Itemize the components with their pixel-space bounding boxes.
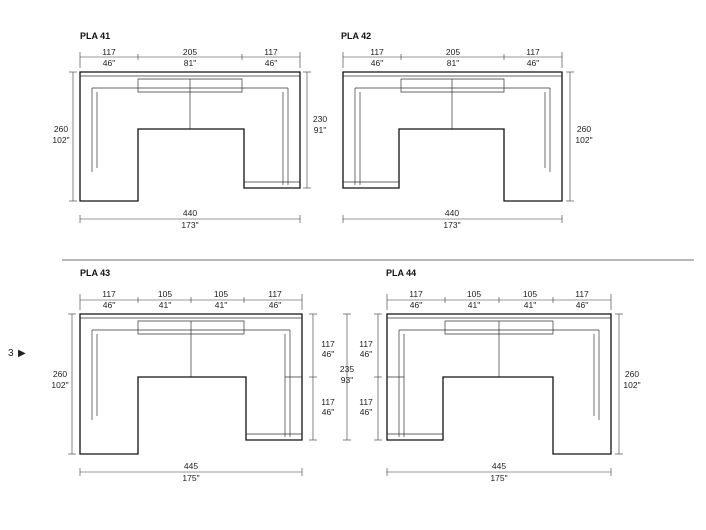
diagram-title: PLA 41 [80,31,110,41]
bottom-dim-in: 173" [443,220,460,230]
top-seg-2-cm: 105 [158,289,172,299]
bottom-dim-cm: 445 [184,461,198,471]
left-dim-cm: 260 [53,369,67,379]
top-seg-3-in: 46" [527,58,539,68]
top-seg-1-cm: 117 [102,47,116,57]
top-seg-3-cm: 117 [526,47,540,57]
top-seg-2-cm: 205 [446,47,460,57]
bottom-dim-in: 173" [181,220,198,230]
right-seg-2-cm: 117 [321,397,335,407]
top-seg-1-in: 46" [410,300,422,310]
top-seg-2-in: 81" [447,58,459,68]
top-seg-2-in: 81" [184,58,196,68]
diagram-pla-41: PLA 41 117 46" 205 81" 117 46" 260 102" … [52,31,327,230]
top-seg-4-in: 46" [576,300,588,310]
right-dim-cm: 260 [625,369,639,379]
left-dim-in: 102" [52,135,69,145]
left-seg-2-in: 46" [360,407,372,417]
bottom-dim-in: 175" [490,473,507,483]
left-total-in: 93" [341,375,353,385]
top-seg-1-cm: 117 [409,289,423,299]
left-dim-in: 102" [51,380,68,390]
bottom-dim-cm: 445 [492,461,506,471]
top-seg-3-cm: 105 [523,289,537,299]
sofa-plan [342,71,563,202]
diagram-pla-42: PLA 42 117 46" 205 81" 117 46" 260 102" … [341,31,593,230]
top-seg-3-in: 46" [265,58,277,68]
sofa-plan [386,313,612,455]
right-seg-1-in: 46" [322,349,334,359]
top-seg-4-cm: 117 [268,289,282,299]
left-seg-2-cm: 117 [359,397,373,407]
left-seg-1-cm: 117 [359,339,373,349]
left-dim-cm: 260 [54,124,68,134]
top-seg-1-cm: 117 [370,47,384,57]
sofa-plan [79,71,301,202]
top-seg-2-cm: 205 [183,47,197,57]
top-seg-1-in: 46" [103,300,115,310]
right-seg-2-in: 46" [322,407,334,417]
top-seg-3-cm: 105 [214,289,228,299]
bottom-dim-cm: 440 [445,208,459,218]
diagram-pla-44: PLA 44 117 46" 105 41" 105 41" 117 46" 2… [340,268,641,483]
top-seg-1-in: 46" [371,58,383,68]
page-arrow-icon: ▶ [18,348,26,359]
left-seg-1-in: 46" [360,349,372,359]
bottom-dim-cm: 440 [183,208,197,218]
right-dim-in: 91" [314,125,326,135]
page-number: 3 [8,348,14,359]
top-seg-2-in: 41" [159,300,171,310]
diagram-title: PLA 43 [80,268,110,278]
top-seg-4-cm: 117 [575,289,589,299]
bottom-dim-in: 175" [182,473,199,483]
top-seg-2-in: 41" [468,300,480,310]
sofa-plan [79,313,303,455]
diagram-title: PLA 42 [341,31,371,41]
right-dim-in: 102" [623,380,640,390]
diagram-title: PLA 44 [386,268,416,278]
top-seg-4-in: 46" [269,300,281,310]
right-dim-in: 102" [575,135,592,145]
diagram-pla-43: PLA 43 117 46" 105 41" 105 41" 117 46" 2… [51,268,335,483]
top-seg-2-cm: 105 [467,289,481,299]
right-seg-1-cm: 117 [321,339,335,349]
top-seg-1-in: 46" [103,58,115,68]
right-dim-cm: 230 [313,114,327,124]
left-total-cm: 235 [340,364,354,374]
top-seg-3-in: 41" [524,300,536,310]
top-seg-3-in: 41" [215,300,227,310]
right-dim-cm: 260 [577,124,591,134]
top-seg-1-cm: 117 [102,289,116,299]
top-seg-3-cm: 117 [264,47,278,57]
